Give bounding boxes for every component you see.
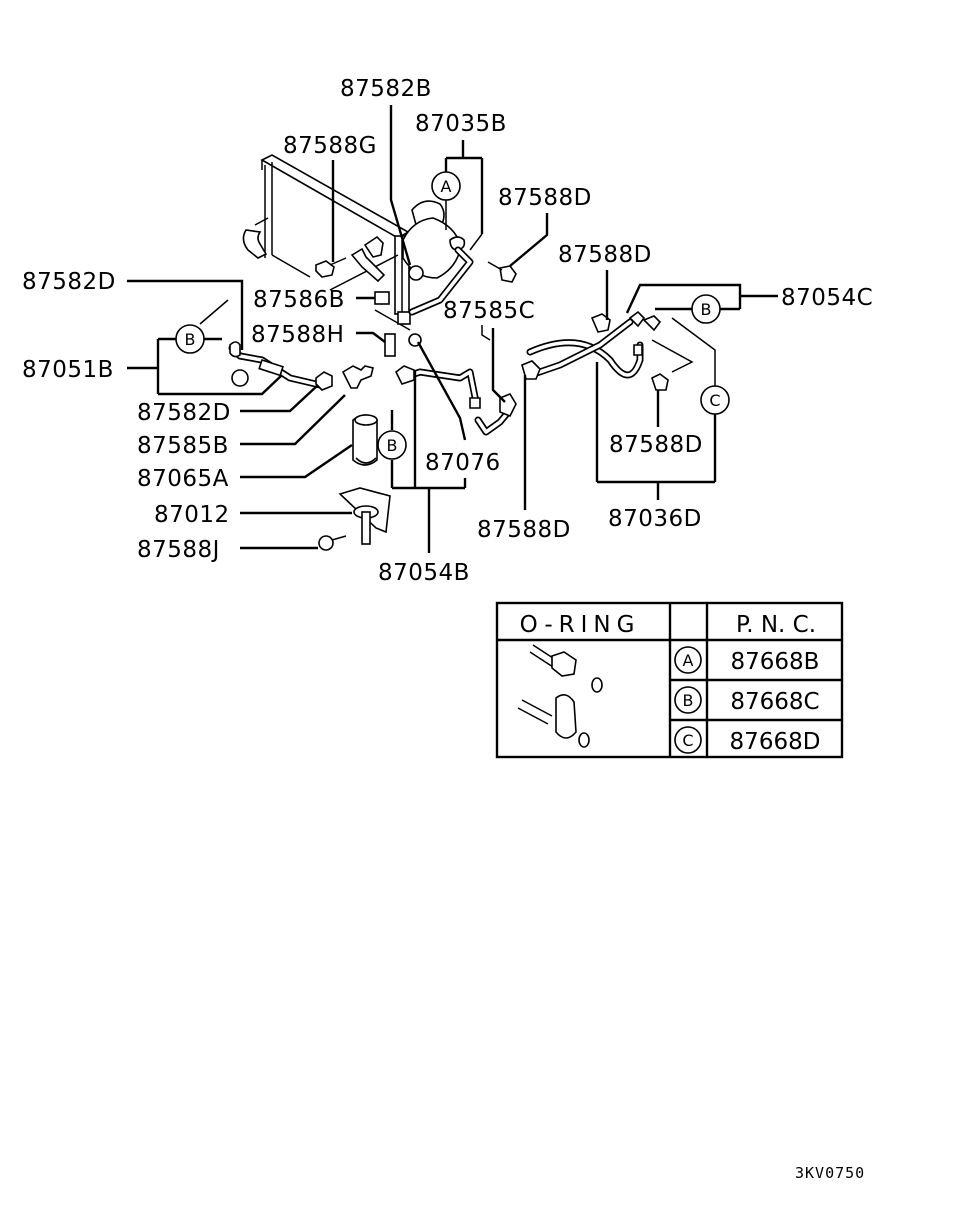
callout-87586B: 87586B bbox=[253, 287, 345, 313]
ref-marker-b-right: B bbox=[691, 294, 721, 324]
table-row: A 87668B bbox=[674, 646, 820, 675]
svg-text:C: C bbox=[682, 731, 693, 750]
pnc-value: 87668D bbox=[730, 729, 821, 755]
callout-87588H: 87588H bbox=[251, 322, 344, 348]
callout-labels: 87582B 87035B 87588G 87588D 87582D 87586… bbox=[22, 76, 873, 586]
callout-87588J: 87588J bbox=[137, 537, 220, 563]
bolt-87588J bbox=[318, 535, 347, 551]
pipe-87076 bbox=[474, 393, 517, 436]
drawing-code: 3KV0750 bbox=[795, 1164, 865, 1182]
leader-lines bbox=[127, 105, 778, 553]
ref-marker-b-left: B bbox=[175, 324, 205, 354]
receiver-drier-87065A bbox=[341, 365, 378, 466]
callout-87582D-top: 87582D bbox=[22, 269, 116, 295]
table-row: C 87668D bbox=[674, 726, 821, 755]
callout-87588D-top: 87588D bbox=[498, 185, 592, 211]
table-header-oring: O-RING bbox=[520, 612, 641, 638]
table-row: B 87668C bbox=[674, 686, 820, 715]
callout-87012: 87012 bbox=[154, 502, 230, 528]
svg-text:A: A bbox=[683, 651, 694, 670]
valve-87588H bbox=[384, 333, 422, 357]
svg-text:C: C bbox=[709, 391, 720, 410]
svg-text:B: B bbox=[185, 330, 196, 349]
pipe-87054B bbox=[394, 365, 481, 409]
callout-87588D-lower-right: 87588D bbox=[609, 432, 703, 458]
svg-text:B: B bbox=[701, 300, 712, 319]
callout-87065A: 87065A bbox=[137, 466, 229, 492]
pnc-value: 87668B bbox=[731, 649, 820, 675]
callout-87054B: 87054B bbox=[378, 560, 470, 586]
svg-text:B: B bbox=[387, 436, 398, 455]
bolt-87588G bbox=[315, 257, 347, 278]
hose-87036D bbox=[521, 310, 662, 380]
liquid-pipe-drawing bbox=[228, 341, 333, 391]
callout-87582D-lower: 87582D bbox=[137, 400, 231, 426]
bolt-87588D-right bbox=[590, 313, 669, 391]
ref-marker-a: A bbox=[431, 171, 461, 201]
callout-87035B: 87035B bbox=[415, 111, 507, 137]
svg-text:B: B bbox=[683, 691, 694, 710]
svg-text:A: A bbox=[441, 177, 452, 196]
callout-87051B: 87051B bbox=[22, 357, 114, 383]
callout-87588D-center: 87588D bbox=[477, 517, 571, 543]
callout-87076: 87076 bbox=[425, 450, 501, 476]
callout-87036D: 87036D bbox=[608, 506, 702, 532]
oring-illustration bbox=[517, 644, 603, 748]
callout-87585C: 87585C bbox=[443, 298, 535, 324]
oring-table: O-RING P. N. C. A 87668B B 87668C C 8766… bbox=[495, 601, 844, 759]
connector-87586B bbox=[374, 291, 390, 305]
bolt-87588D-top bbox=[487, 261, 517, 283]
ref-marker-c: C bbox=[700, 385, 730, 415]
table-header-pnc: P. N. C. bbox=[736, 612, 816, 638]
callout-87054C: 87054C bbox=[781, 285, 873, 311]
ref-marker-b-drier: B bbox=[377, 430, 407, 460]
compressor-drawing bbox=[350, 200, 474, 316]
callout-87582B: 87582B bbox=[340, 76, 432, 102]
pnc-value: 87668C bbox=[730, 689, 819, 715]
callout-87588D-right: 87588D bbox=[558, 242, 652, 268]
bracket-87012 bbox=[338, 487, 391, 545]
callout-87588G: 87588G bbox=[283, 133, 377, 159]
callout-87585B: 87585B bbox=[137, 433, 229, 459]
